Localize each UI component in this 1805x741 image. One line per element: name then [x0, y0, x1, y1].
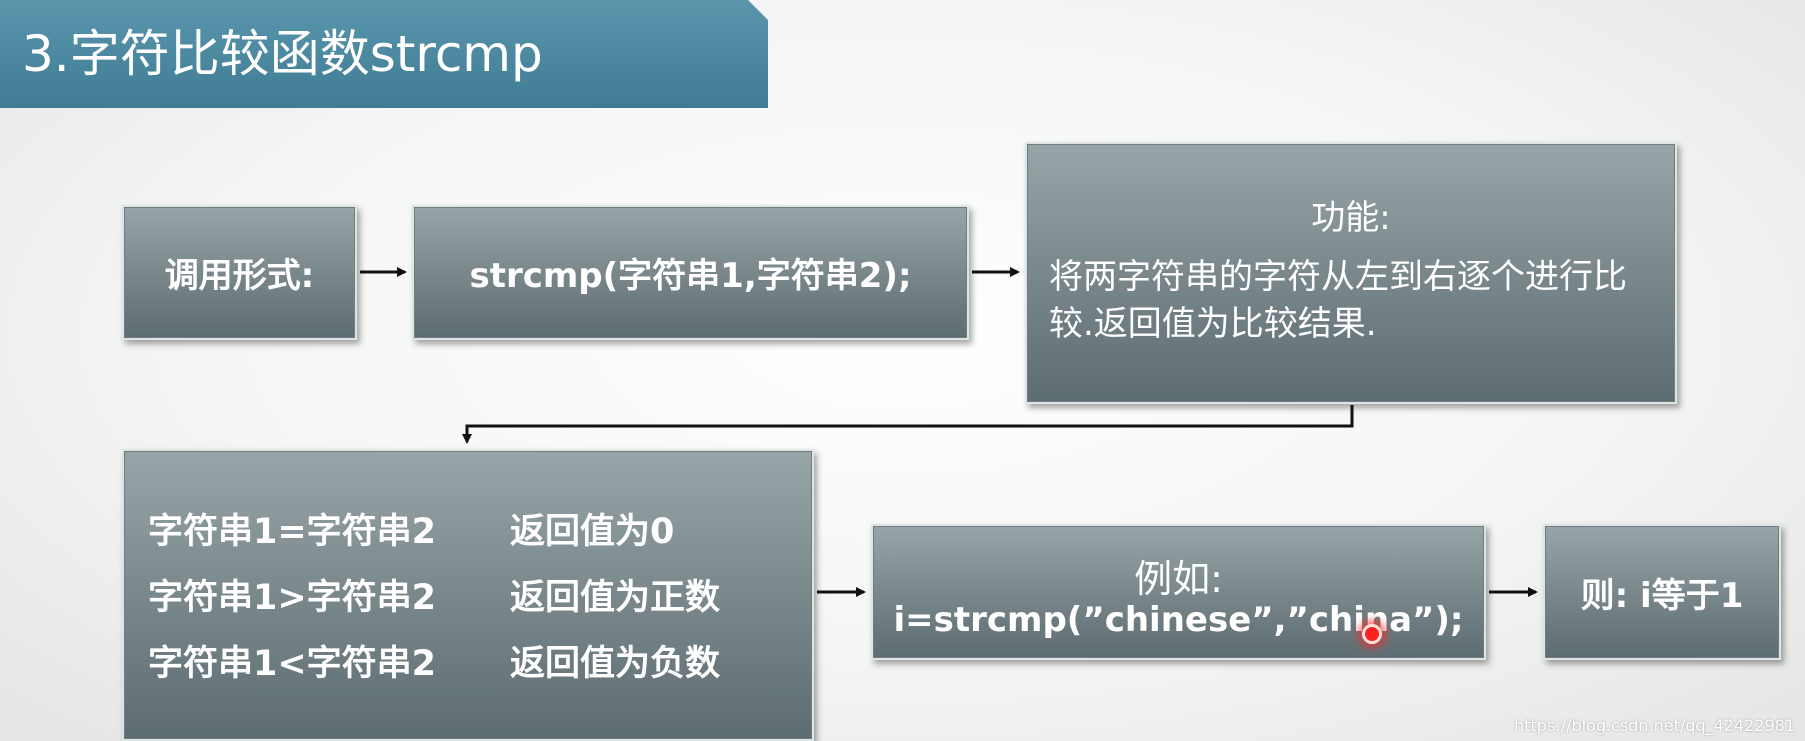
title-banner: 3.字符比较函数strcmp	[0, 0, 768, 108]
case-row-equal: 字符串1=字符串2 返回值为0	[148, 503, 674, 554]
result-text: 则: i等于1	[1580, 575, 1744, 616]
result-box: 则: i等于1	[1543, 524, 1781, 660]
return-cases-box: 字符串1=字符串2 返回值为0 字符串1>字符串2 返回值为正数 字符串1<字符串2…	[122, 449, 814, 741]
case-condition: 字符串1<字符串2	[148, 644, 437, 684]
page-title: 3.字符比较函数strcmp	[22, 25, 543, 83]
example-heading: 例如:	[1134, 557, 1223, 601]
case-row-greater: 字符串1>字符串2 返回值为正数	[148, 569, 720, 620]
function-description: 将两字符串的字符从左到右逐个进行比较.返回值为比较结果.	[1049, 257, 1627, 344]
case-condition: 字符串1>字符串2	[148, 578, 437, 618]
example-box: 例如: i=strcmp(”chinese”,”china”);	[871, 524, 1486, 660]
call-form-label: 调用形式:	[164, 256, 315, 296]
watermark: https://blog.csdn.net/qq_42422981	[1514, 716, 1795, 735]
case-condition: 字符串1=字符串2	[148, 512, 437, 552]
function-heading: 功能:	[1311, 198, 1391, 238]
case-result: 返回值为负数	[510, 644, 721, 684]
case-result: 返回值为正数	[510, 578, 721, 618]
arrow-function-to-cases	[462, 405, 1354, 444]
case-row-less: 字符串1<字符串2 返回值为负数	[148, 635, 720, 686]
signature-text: strcmp(字符串1,字符串2);	[469, 256, 912, 296]
pointer-cursor	[1362, 624, 1382, 644]
call-form-box: 调用形式:	[122, 205, 357, 340]
function-box: 功能: 将两字符串的字符从左到右逐个进行比较.返回值为比较结果.	[1025, 142, 1677, 404]
case-result: 返回值为0	[510, 512, 675, 552]
signature-box: strcmp(字符串1,字符串2);	[412, 205, 969, 340]
